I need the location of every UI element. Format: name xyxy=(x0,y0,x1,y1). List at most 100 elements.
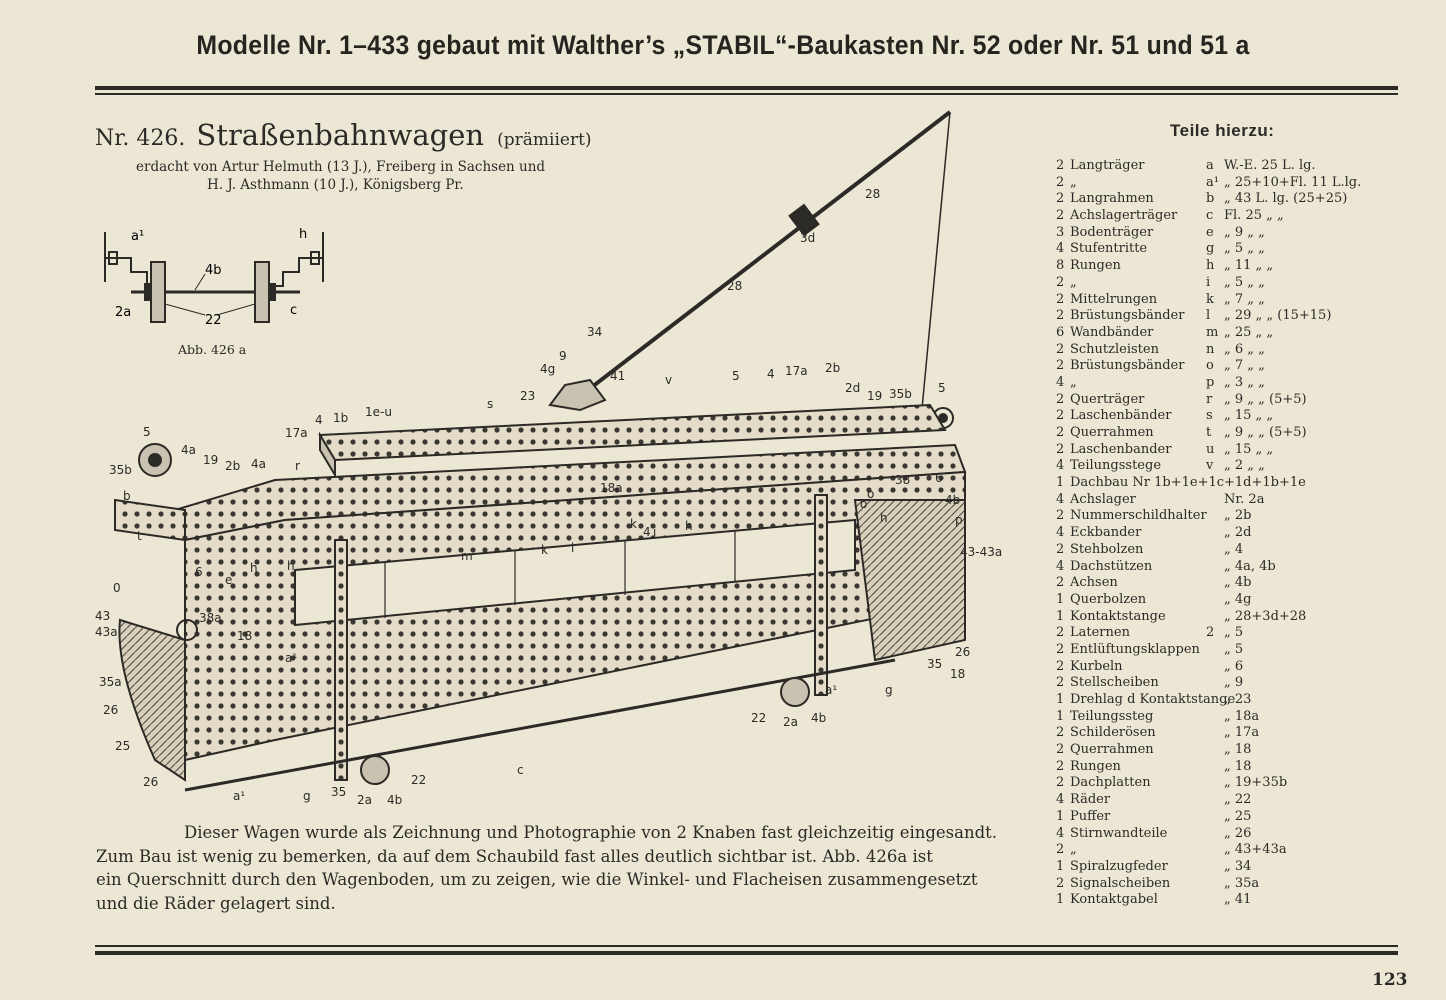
description-line: und die Räder gelagert sind. xyxy=(96,893,336,913)
part-spec: „ 4a, 4b xyxy=(1224,558,1276,574)
fig-label: 2a xyxy=(357,793,372,807)
fig-label: 4a xyxy=(181,443,196,457)
top-rule-thin xyxy=(95,93,1398,95)
part-spec: „ 34 xyxy=(1224,858,1252,874)
part-qty: 2 xyxy=(1056,775,1065,791)
part-qty: 2 xyxy=(1056,208,1065,224)
part-name: Achsen xyxy=(1070,575,1118,591)
part-name: Schutzleisten xyxy=(1070,341,1159,357)
part-qty: 6 xyxy=(1056,324,1065,340)
fig-label: 35b xyxy=(889,387,912,401)
fig-label: 18 xyxy=(237,629,252,643)
fig-label: 2a xyxy=(783,715,798,729)
model-title: Straßenbahnwagen xyxy=(196,118,485,152)
part-qty: 2 xyxy=(1056,658,1065,674)
fig-label: 22 xyxy=(751,711,766,725)
part-name: Querrahmen xyxy=(1070,742,1154,758)
part-qty: 8 xyxy=(1056,258,1065,274)
part-name: Langträger xyxy=(1070,158,1145,173)
description-line: ein Querschnitt durch den Wagenboden, um… xyxy=(96,870,978,889)
fig-label: g xyxy=(885,683,893,697)
part-qty: 2 xyxy=(1056,842,1065,858)
part-qty: 4 xyxy=(1056,374,1065,390)
front-platform xyxy=(118,618,186,782)
wheel-front xyxy=(360,755,390,785)
fig-label: l xyxy=(571,541,574,555)
fig-label: 4a xyxy=(251,457,266,471)
fig-label: k xyxy=(541,543,548,557)
part-spec: „ 43 L. lg. (25+25) xyxy=(1224,191,1348,207)
part-name: „ xyxy=(1070,174,1077,190)
fig-label: 38a xyxy=(199,611,222,625)
part-spec: „ 9 xyxy=(1224,675,1244,691)
fig-label: s xyxy=(487,397,493,411)
fig-label: 3d xyxy=(800,231,815,245)
part-spec: „ 4b xyxy=(1224,575,1252,591)
cross-section-caption: Abb. 426 a xyxy=(178,342,247,357)
fig-label: 9 xyxy=(559,349,567,363)
part-qty: 1 xyxy=(1056,475,1065,491)
part-code: k xyxy=(1206,291,1214,307)
part-name: Querrahmen xyxy=(1070,425,1154,440)
part-spec: „ 28+3d+28 xyxy=(1224,608,1307,624)
part-name: Stehbolzen xyxy=(1070,541,1144,557)
part-name: Signalscheiben xyxy=(1070,875,1171,891)
model-number: Nr. 426. xyxy=(95,126,186,151)
part-name: Kurbeln xyxy=(1070,658,1123,674)
part-name: Wandbänder xyxy=(1070,324,1154,340)
fig-label: 2d xyxy=(845,381,860,395)
part-spec: Fl. 25 „ „ xyxy=(1224,208,1284,224)
fig-label: r xyxy=(295,459,300,473)
part-qty: 4 xyxy=(1056,458,1065,474)
part-qty: 3 xyxy=(1056,224,1065,240)
fig-label: 19 xyxy=(203,453,218,467)
part-code: n xyxy=(1206,341,1215,357)
fig-label: h xyxy=(287,559,295,573)
fig-label: 1e-u xyxy=(365,405,392,419)
part-code: t xyxy=(1206,425,1212,440)
part-name: Teilungssteg xyxy=(1070,708,1154,724)
fig-label: 35 xyxy=(927,657,942,671)
part-qty: 2 xyxy=(1056,425,1065,440)
fig-label: 5 xyxy=(143,425,151,439)
fig-label: 4 xyxy=(315,413,323,427)
fig-label: m xyxy=(461,549,473,563)
part-qty: 2 xyxy=(1056,291,1065,307)
model-credit-line2: H. J. Asthmann (10 J.), Königsberg Pr. xyxy=(207,177,464,193)
part-code: a¹ xyxy=(1206,174,1219,190)
fig-label: 4 xyxy=(767,367,775,381)
part-qty: 2 xyxy=(1056,308,1065,324)
part-spec: „ 7 „ „ xyxy=(1224,358,1265,374)
part-spec: „ 23 xyxy=(1224,692,1252,707)
part-code: u xyxy=(1206,441,1215,457)
part-spec: „ 25 „ „ xyxy=(1224,324,1274,340)
part-qty: 2 xyxy=(1056,641,1065,657)
part-name: Stirnwandteile xyxy=(1070,825,1168,841)
part-name: „ xyxy=(1070,274,1077,290)
fig-label: 2b xyxy=(825,361,840,375)
part-spec: W.-E. 25 L. lg. xyxy=(1224,158,1316,173)
part-qty: 2 xyxy=(1056,875,1065,891)
part-code: r xyxy=(1206,391,1213,407)
part-code: 2 xyxy=(1206,625,1215,641)
label-22: 22 xyxy=(205,313,222,327)
bottom-rule xyxy=(95,951,1398,955)
part-spec: „ 15 „ „ xyxy=(1224,441,1274,457)
part-code: e xyxy=(1206,224,1214,240)
part-name: Mittelrungen xyxy=(1070,291,1158,307)
description-line: Dieser Wagen wurde als Zeichnung und Pho… xyxy=(184,823,998,842)
fig-label: 26 xyxy=(955,645,970,659)
part-name: Laschenbander xyxy=(1070,441,1172,457)
part-qty: 2 xyxy=(1056,541,1065,557)
part-qty: 2 xyxy=(1056,191,1065,207)
part-name: Dachstützen xyxy=(1070,558,1153,574)
part-name: Stellscheiben xyxy=(1070,675,1159,691)
part-spec: „ 5 „ „ xyxy=(1224,274,1265,290)
wheel-rear xyxy=(780,677,810,707)
part-code: a xyxy=(1206,158,1214,173)
part-qty: 2 xyxy=(1056,508,1065,524)
part-name: Dachplatten xyxy=(1070,775,1151,791)
part-spec: „ 43+43a xyxy=(1224,842,1287,858)
fig-label: 0 xyxy=(113,581,121,595)
part-name: Räder xyxy=(1070,792,1111,808)
